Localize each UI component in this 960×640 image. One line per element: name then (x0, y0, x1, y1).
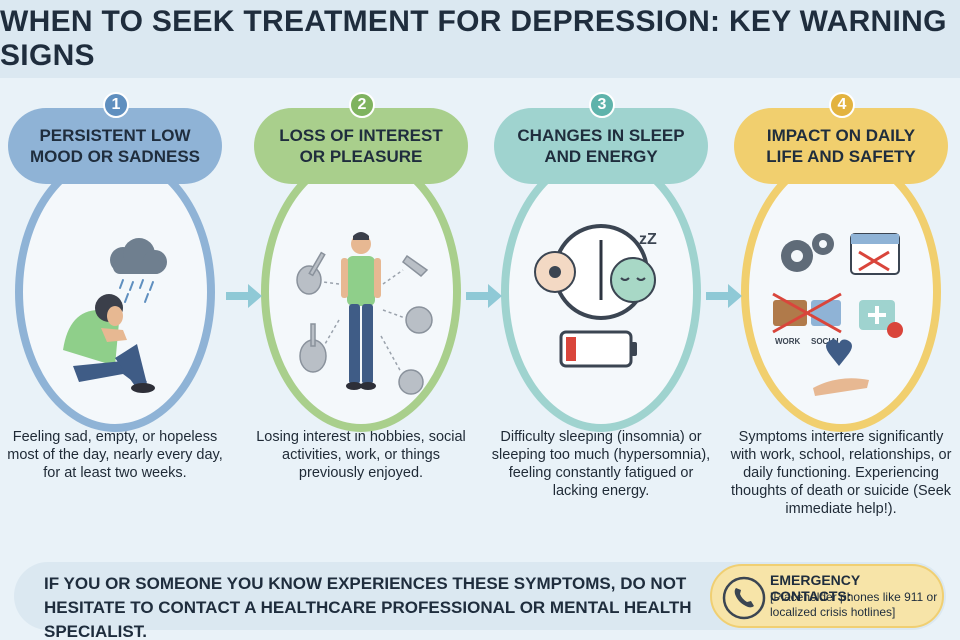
step-description-4: Symptoms interfere significantly with wo… (730, 429, 952, 517)
step-illustration-2 (261, 152, 461, 432)
call-to-action-text: IF YOU OR SOMEONE YOU KNOW EXPERIENCES T… (44, 574, 692, 640)
step-4: 4 IMPACT ON DAILY LIFE AND SAFETY WORK S… (731, 92, 951, 552)
person-hobbies-icon (296, 232, 433, 395)
step-1: 1 PERSISTENT LOW MOOD OR SADNESS (7, 92, 223, 552)
emergency-contacts: EMERGENCY CONTACTS: [Placeholder phones … (710, 564, 944, 628)
step-number-2: 2 (349, 92, 375, 118)
arrow-right-icon (706, 284, 742, 308)
step-description-2: Losing interest in hobbies, social activ… (256, 429, 466, 481)
step-description-3: Difficulty sleeping (insomnia) or sleepi… (491, 429, 711, 499)
step-illustration-3: zZ (501, 152, 701, 432)
clock-sleep-battery-icon: zZ (534, 224, 657, 368)
step-heading-3: CHANGES IN SLEEP AND ENERGY (494, 108, 708, 184)
emergency-body: [Placeholder phones like 911 or localize… (770, 590, 938, 619)
emergency-title: EMERGENCY CONTACTS: (770, 572, 860, 604)
step-2: 2 LOSS OF INTEREST OR PLEASURE (254, 92, 468, 552)
arrow-right-icon (226, 284, 262, 308)
title-bar: WHEN TO SEEK TREATMENT FOR DEPRESSION: K… (0, 0, 960, 78)
sad-person-rain-cloud-icon (63, 238, 167, 393)
step-number-4: 4 (829, 92, 855, 118)
phone-icon (722, 576, 766, 620)
step-3: 3 CHANGES IN SLEEP AND ENERGY zZ Difficu… (492, 92, 710, 552)
work-label: WORK (775, 337, 801, 346)
social-label: SOCIAL (811, 337, 841, 346)
arrow-right-icon (466, 284, 502, 308)
step-number-1: 1 (103, 92, 129, 118)
step-description-1: Feeling sad, empty, or hopeless most of … (7, 429, 223, 481)
step-heading-2: LOSS OF INTEREST OR PLEASURE (254, 108, 468, 184)
daily-life-impact-icon: WORK SOCIAL (772, 233, 903, 396)
step-heading-1: PERSISTENT LOW MOOD OR SADNESS (8, 108, 222, 184)
step-illustration-4: WORK SOCIAL (741, 152, 941, 432)
page-title: WHEN TO SEEK TREATMENT FOR DEPRESSION: K… (0, 5, 947, 72)
step-heading-4: IMPACT ON DAILY LIFE AND SAFETY (734, 108, 948, 184)
sleep-z-label: zZ (639, 231, 657, 248)
step-number-3: 3 (589, 92, 615, 118)
bottom-banner: IF YOU OR SOMEONE YOU KNOW EXPERIENCES T… (14, 562, 946, 640)
step-illustration-1 (15, 152, 215, 432)
